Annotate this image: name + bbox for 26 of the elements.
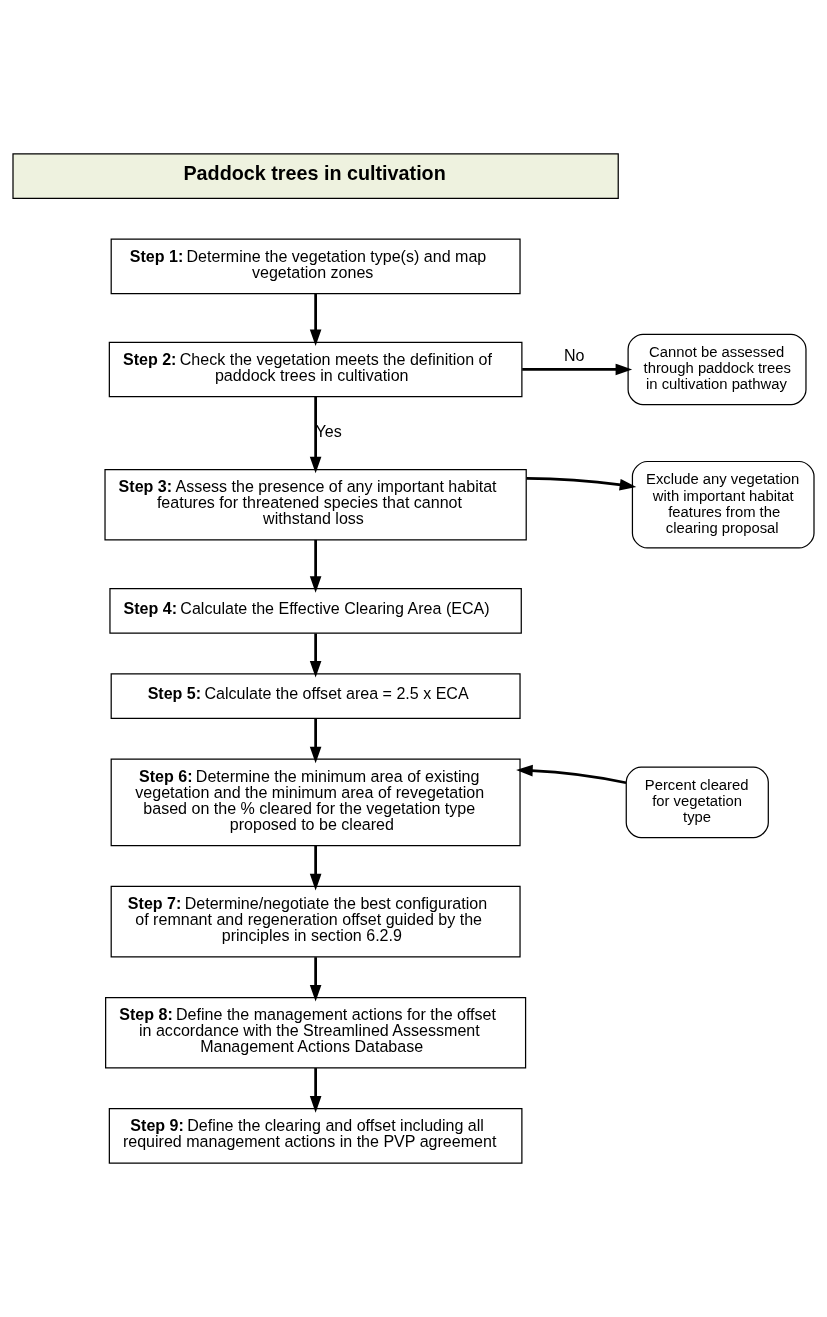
arrow xyxy=(522,363,633,376)
arrow xyxy=(309,718,322,764)
node-box: Step 6: Determine the minimum area of existing vegetation and the minimum area of revegetation based on the % cleared for the vegetation type proposed to be cleared xyxy=(110,758,521,847)
node-box: Paddock trees in cultivation xyxy=(12,153,619,200)
node-box: Exclude any vegetation with important habitat features from the clearing proposal xyxy=(631,460,815,549)
node-box: Step 5: Calculate the offset area = 2.5 x ECA xyxy=(110,673,521,719)
arrow xyxy=(309,539,322,593)
edge-label: Yes xyxy=(315,422,342,441)
arrow xyxy=(526,477,637,491)
arrow xyxy=(309,845,322,891)
node-box: Step 4: Calculate the Effective Clearing Area (ECA) xyxy=(109,588,522,634)
arrow xyxy=(309,294,322,347)
node-box: Step 7: Determine/negotiate the best configuration of remnant and regeneration offset guided by the principles in section 6.2.9 xyxy=(110,885,521,958)
node-box: Percent cleared for vegetation type xyxy=(625,766,769,839)
node-box: Step 8: Define the management actions for the offset in accordance with the Streamlined Assessment Management Actions Database xyxy=(105,996,527,1069)
arrow xyxy=(309,957,322,1002)
edge-label: No xyxy=(563,346,585,365)
arrow xyxy=(309,1068,322,1113)
node-box: Step 1: Determine the vegetation type(s) and map vegetation zones xyxy=(110,238,521,295)
node-box: Step 2: Check the vegetation meets the definition of paddock trees in cultivation xyxy=(108,341,523,398)
node-box: Step 9: Define the clearing and offset including all required management actions in the PVP agreement xyxy=(108,1108,523,1164)
node-box: Step 3: Assess the presence of any important habitat features for threatened species that cannot withstand loss xyxy=(104,468,527,541)
arrow xyxy=(309,633,322,678)
arrow xyxy=(309,396,322,474)
arrow xyxy=(516,764,627,785)
node-box: Cannot be assessed through paddock trees in cultivation pathway xyxy=(627,333,807,406)
